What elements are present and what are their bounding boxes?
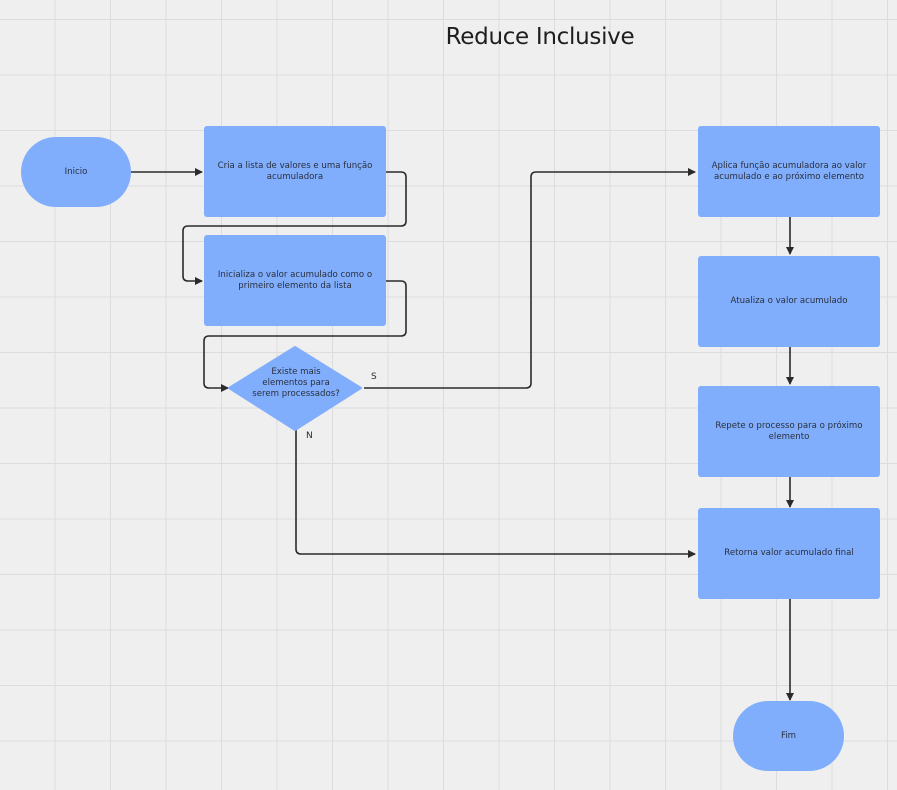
node-create-list[interactable]: Cria a lista de valores e uma função acu…: [204, 126, 386, 217]
node-return-final[interactable]: Retorna valor acumulado final: [698, 508, 880, 599]
node-decision-label[interactable]: Existe mais elementos para serem process…: [252, 367, 340, 399]
diagram-title: Reduce Inclusive: [445, 24, 635, 50]
edge-create-to-init: [182, 171, 407, 285]
edge-decision-yes: [364, 168, 696, 389]
node-end[interactable]: Fim: [733, 701, 844, 771]
node-repeat-process[interactable]: Repete o processo para o próximo element…: [698, 386, 880, 477]
edge-label-no: N: [306, 431, 313, 441]
edge-decision-no: [295, 430, 696, 558]
edge-label-yes: S: [371, 372, 377, 382]
node-init-accumulator[interactable]: Inicializa o valor acumulado como o prim…: [204, 235, 386, 326]
node-update-accumulator[interactable]: Atualiza o valor acumulado: [698, 256, 880, 347]
node-start[interactable]: Inicio: [21, 137, 131, 207]
node-apply-function[interactable]: Aplica função acumuladora ao valor acumu…: [698, 126, 880, 217]
decision-diamond: [228, 346, 362, 431]
edge-init-to-decision: [203, 280, 407, 392]
